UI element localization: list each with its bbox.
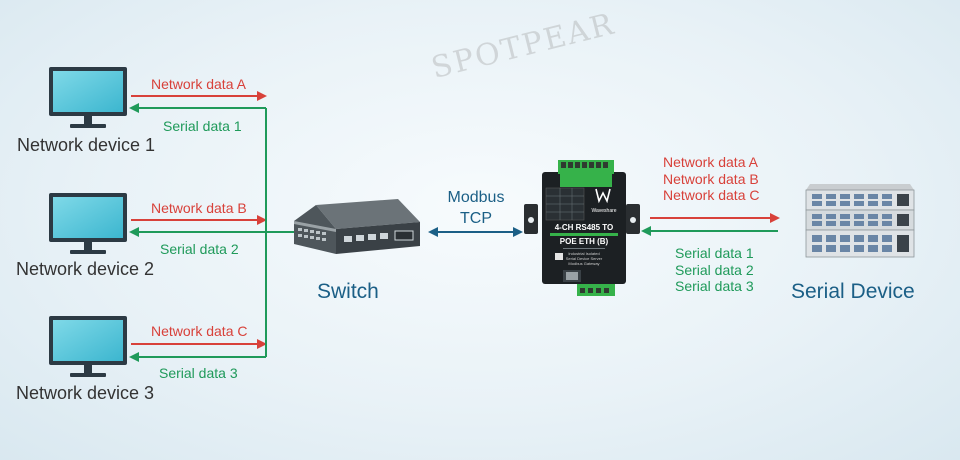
outgoing-serial-data-2: Serial data 2 xyxy=(675,262,754,278)
network-device-1-name: Network device 1 xyxy=(17,135,156,155)
monitor-icon-3 xyxy=(49,316,127,377)
incoming-network-data-b: Network data B xyxy=(663,171,759,187)
modbus-label: Modbus xyxy=(447,189,505,206)
serial-data-2-label: Serial data 2 xyxy=(160,241,239,257)
outgoing-serial-data-3: Serial data 3 xyxy=(675,278,754,294)
network-device-2-name: Network device 2 xyxy=(16,259,155,279)
serial-device-label: Serial Device xyxy=(791,280,915,303)
switch-label: Switch xyxy=(317,280,379,303)
gateway-desc-line1: Industrial Isolated xyxy=(568,251,599,256)
outgoing-serial-data-1: Serial data 1 xyxy=(675,245,754,261)
serial-data-1-label: Serial data 1 xyxy=(163,118,242,134)
monitor-icon-2 xyxy=(49,193,127,254)
brand-logo-icon xyxy=(595,188,611,204)
gateway-brand: Waveshare xyxy=(591,208,616,214)
incoming-network-data-c: Network data C xyxy=(663,187,760,203)
gateway-model-line2: POE ETH (B) xyxy=(560,237,609,246)
monitor-icon-1 xyxy=(49,67,127,128)
gateway-device-icon xyxy=(524,160,640,296)
gateway-model-line1: 4-CH RS485 TO xyxy=(555,223,614,232)
incoming-network-data-a: Network data A xyxy=(663,154,758,170)
gateway-desc-line3: Modbus Gateway xyxy=(568,261,599,266)
network-data-a-label: Network data A xyxy=(151,76,246,92)
network-data-c-label: Network data C xyxy=(151,323,248,339)
rack-server-icon xyxy=(805,184,915,258)
network-device-3-name: Network device 3 xyxy=(16,383,155,403)
network-data-b-label: Network data B xyxy=(151,200,247,216)
tcp-label: TCP xyxy=(460,210,492,227)
switch-icon xyxy=(294,199,420,254)
gateway-desc-line2: Serial Device Server xyxy=(566,256,603,261)
serial-data-3-label: Serial data 3 xyxy=(159,365,238,381)
